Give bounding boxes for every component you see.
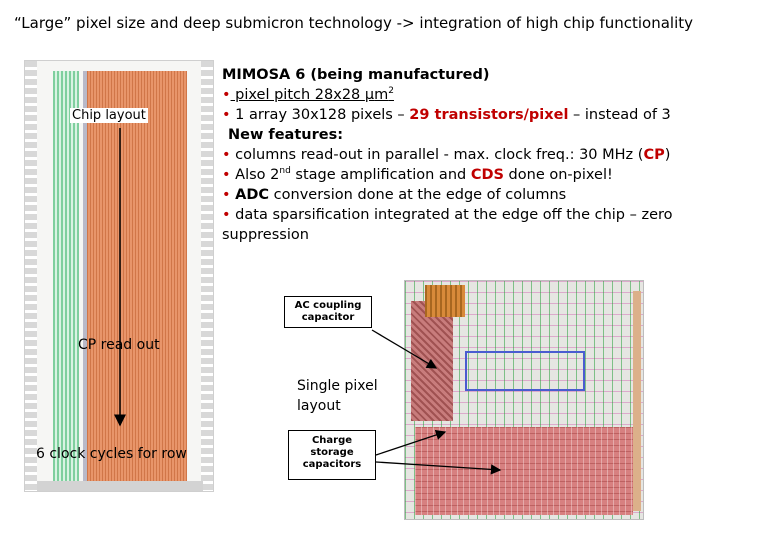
feature-2: • Also 2nd stage amplification and CDS d… bbox=[222, 165, 772, 185]
pixel-top-block bbox=[425, 285, 465, 317]
bullet: • bbox=[222, 107, 231, 123]
ac-coupling-arrow bbox=[371, 329, 438, 369]
features-heading: New features: bbox=[228, 127, 344, 143]
feature-4-text: data sparsification integrated at the ed… bbox=[230, 207, 673, 223]
bullet: • bbox=[222, 207, 231, 223]
bullet: • bbox=[222, 87, 231, 103]
feature-1-post: ) bbox=[664, 147, 671, 163]
mimosa-description: MIMOSA 6 (being manufactured) • pixel pi… bbox=[222, 65, 772, 245]
pixel-right-rail bbox=[633, 291, 641, 511]
cp-highlight: CP bbox=[643, 147, 665, 163]
clock-cycles-label: 6 clock cycles for row bbox=[36, 446, 187, 462]
chip-layout-image bbox=[24, 60, 214, 492]
feature-3-text: conversion done at the edge of columns bbox=[269, 187, 567, 203]
single-pixel-label-line1: Single pixel bbox=[297, 378, 378, 394]
single-pixel-label-line2: layout bbox=[297, 398, 341, 414]
pitch-mu: μ bbox=[364, 87, 375, 103]
chip-layout-label: Chip layout bbox=[70, 108, 148, 123]
feature-1: • columns read-out in parallel - max. cl… bbox=[222, 145, 772, 165]
chip-bus-band bbox=[83, 71, 87, 481]
transistors-highlight: 29 transistors/pixel bbox=[409, 107, 569, 123]
pixel-transistor-region bbox=[465, 351, 585, 391]
bullet: • bbox=[222, 167, 231, 183]
pitch-unit: m bbox=[374, 87, 389, 103]
charge-storage-capacitor-shape bbox=[415, 427, 633, 515]
pixel-layout-image bbox=[404, 280, 644, 520]
bullet: • bbox=[222, 147, 231, 163]
pitch-text: pixel pitch 28x28 bbox=[230, 87, 365, 103]
array-text: 1 array 30x128 pixels – bbox=[230, 107, 410, 123]
mimosa-heading: MIMOSA 6 (being manufactured) bbox=[222, 67, 490, 83]
feature-4: • data sparsification integrated at the … bbox=[222, 205, 772, 225]
feature-2-post: done on-pixel! bbox=[503, 167, 613, 183]
feature-2-sup: nd bbox=[279, 166, 291, 177]
adc-bold: ADC bbox=[235, 187, 270, 203]
cds-highlight: CDS bbox=[470, 167, 504, 183]
charge-arrow-upper bbox=[375, 429, 447, 456]
cp-readout-label: CP read out bbox=[78, 337, 160, 353]
feature-2-mid: stage amplification and bbox=[290, 167, 471, 183]
array-line: • 1 array 30x128 pixels – 29 transistors… bbox=[222, 105, 772, 125]
ac-coupling-callout: AC coupling capacitor bbox=[284, 296, 372, 328]
slide-title: “Large” pixel size and deep submicron te… bbox=[14, 14, 694, 32]
charge-arrow-lower bbox=[375, 461, 502, 475]
feature-2-text: Also 2 bbox=[230, 167, 280, 183]
chip-readout-columns bbox=[53, 71, 79, 481]
pitch-line: • pixel pitch 28x28 μm2 bbox=[222, 85, 772, 105]
chip-pixel-array bbox=[87, 71, 187, 481]
chip-pad-ring-left bbox=[25, 61, 37, 491]
chip-bottom-band bbox=[37, 481, 203, 491]
array-post: – instead of 3 bbox=[568, 107, 671, 123]
feature-1-text: columns read-out in parallel - max. cloc… bbox=[230, 147, 644, 163]
chip-pad-ring-right bbox=[201, 61, 213, 491]
charge-storage-callout: Charge storage capacitors bbox=[288, 430, 376, 480]
single-pixel-label: Single pixel layout bbox=[297, 376, 378, 416]
bullet: • bbox=[222, 187, 231, 203]
feature-4-cont: suppression bbox=[222, 227, 309, 243]
feature-3: • ADC conversion done at the edge of col… bbox=[222, 185, 772, 205]
pitch-sup: 2 bbox=[388, 86, 394, 97]
